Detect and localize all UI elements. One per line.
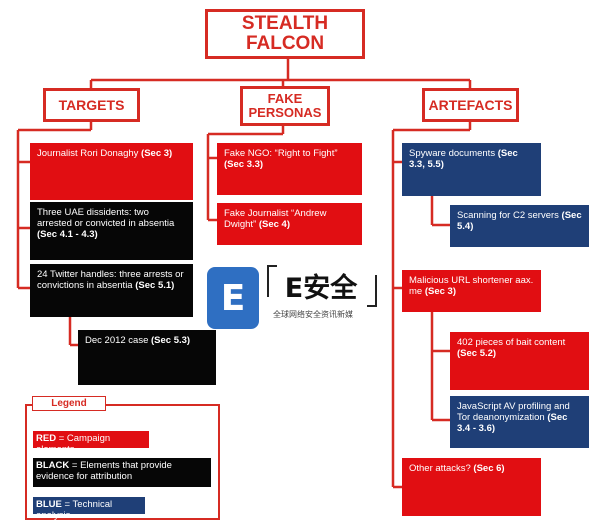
persona-section-ref: (Sec 4) <box>258 219 290 230</box>
legend-title: Legend <box>32 396 106 411</box>
target-section-ref: (Sec 5.3) <box>151 335 191 346</box>
artefact-box-bait-content: 402 pieces of bait content (Sec 5.2) <box>450 332 589 390</box>
artefact-text: Other attacks? <box>409 463 474 474</box>
legend-key: BLUE <box>36 499 62 510</box>
target-section-ref: (Sec 5.1) <box>135 280 175 291</box>
artefact-box-spyware-documents: Spyware documents (Sec 3.3, 5.5) <box>402 143 541 196</box>
persona-text: Fake Journalist “Andrew Dwight” <box>224 208 327 230</box>
artefact-box-c2-scanning: Scanning for C2 servers (Sec 5.4) <box>450 205 589 247</box>
legend-key: BLACK <box>36 460 70 471</box>
e-logo-icon: E <box>207 267 259 329</box>
target-box-twitter-handles: 24 Twitter handles: three arrests or con… <box>30 264 193 317</box>
personas-header-line1: FAKE <box>267 91 303 107</box>
watermark-brand: E安全 <box>284 272 358 304</box>
artefact-section-ref: (Sec 5.2) <box>457 348 497 359</box>
legend-desc: = Elements that provide evidence for att… <box>36 460 172 482</box>
personas-header: FAKE PERSONAS <box>240 86 330 126</box>
diagram-title: STEALTH FALCON <box>241 13 329 54</box>
artefact-section-ref: (Sec 3.4 - 3.6) <box>457 412 568 434</box>
artefact-text: JavaScript AV profiling and Tor deanonym… <box>457 401 570 423</box>
legend-desc: = Technical analysis <box>36 499 113 521</box>
bracket-left-decoration <box>267 265 277 297</box>
artefact-box-url-shortener: Malicious URL shortener aax. me (Sec 3) <box>402 270 541 312</box>
artefact-text: Malicious URL shortener aax. me <box>409 275 534 297</box>
personas-header-line2: PERSONAS <box>248 105 322 120</box>
artefact-section-ref: (Sec 3) <box>424 286 456 297</box>
target-box-uae-dissidents: Three UAE dissidents: two arrested or co… <box>30 202 193 260</box>
target-text: Journalist Rori Donaghy <box>37 148 142 159</box>
artefact-text: Scanning for C2 servers <box>457 210 562 221</box>
artefacts-header-label: ARTEFACTS <box>428 96 513 113</box>
legend-key: RED <box>36 433 57 444</box>
legend-item-black: BLACK = Elements that provide evidence f… <box>33 458 211 487</box>
watermark-tagline: 全球网络安全资讯新媒 <box>273 310 353 319</box>
artefacts-header: ARTEFACTS <box>422 88 519 122</box>
persona-text: Fake NGO: “Right to Fight” <box>224 148 338 159</box>
target-section-ref: (Sec 4.1 - 4.3) <box>37 229 98 240</box>
target-section-ref: (Sec 3) <box>141 148 173 159</box>
persona-box-fake-ngo: Fake NGO: “Right to Fight” (Sec 3.3) <box>217 143 362 195</box>
persona-section-ref: (Sec 3.3) <box>224 159 264 170</box>
artefact-section-ref: (Sec 6) <box>473 463 505 474</box>
artefact-box-js-profiling: JavaScript AV profiling and Tor deanonym… <box>450 396 589 448</box>
target-text: Dec 2012 case <box>85 335 152 346</box>
target-box-rori-donaghy: Journalist Rori Donaghy (Sec 3) <box>30 143 193 200</box>
artefact-section-ref: (Sec 5.4) <box>457 210 582 232</box>
target-text: 24 Twitter handles: three arrests or con… <box>37 269 184 291</box>
legend-desc: = Campaign elements <box>36 433 111 455</box>
artefact-box-other-attacks: Other attacks? (Sec 6) <box>402 458 541 516</box>
title-box: STEALTH FALCON <box>205 9 365 59</box>
targets-header: TARGETS <box>43 88 140 122</box>
bracket-right-decoration <box>367 275 377 307</box>
artefact-text: 402 pieces of bait content <box>457 337 566 348</box>
e-logo-letter: E <box>220 277 246 319</box>
artefact-text: Spyware documents <box>409 148 498 159</box>
legend-item-blue: BLUE = Technical analysis <box>33 497 145 521</box>
persona-box-fake-journalist: Fake Journalist “Andrew Dwight” (Sec 4) <box>217 203 362 245</box>
target-text: Three UAE dissidents: two arrested or co… <box>37 207 175 229</box>
legend-item-red: RED = Campaign elements <box>33 431 149 455</box>
target-box-dec-2012-case: Dec 2012 case (Sec 5.3) <box>78 330 216 385</box>
artefact-section-ref: (Sec 3.3, 5.5) <box>409 148 518 170</box>
targets-header-label: TARGETS <box>58 96 125 113</box>
watermark-logo: E E安全 全球网络安全资讯新媒 <box>207 263 382 333</box>
